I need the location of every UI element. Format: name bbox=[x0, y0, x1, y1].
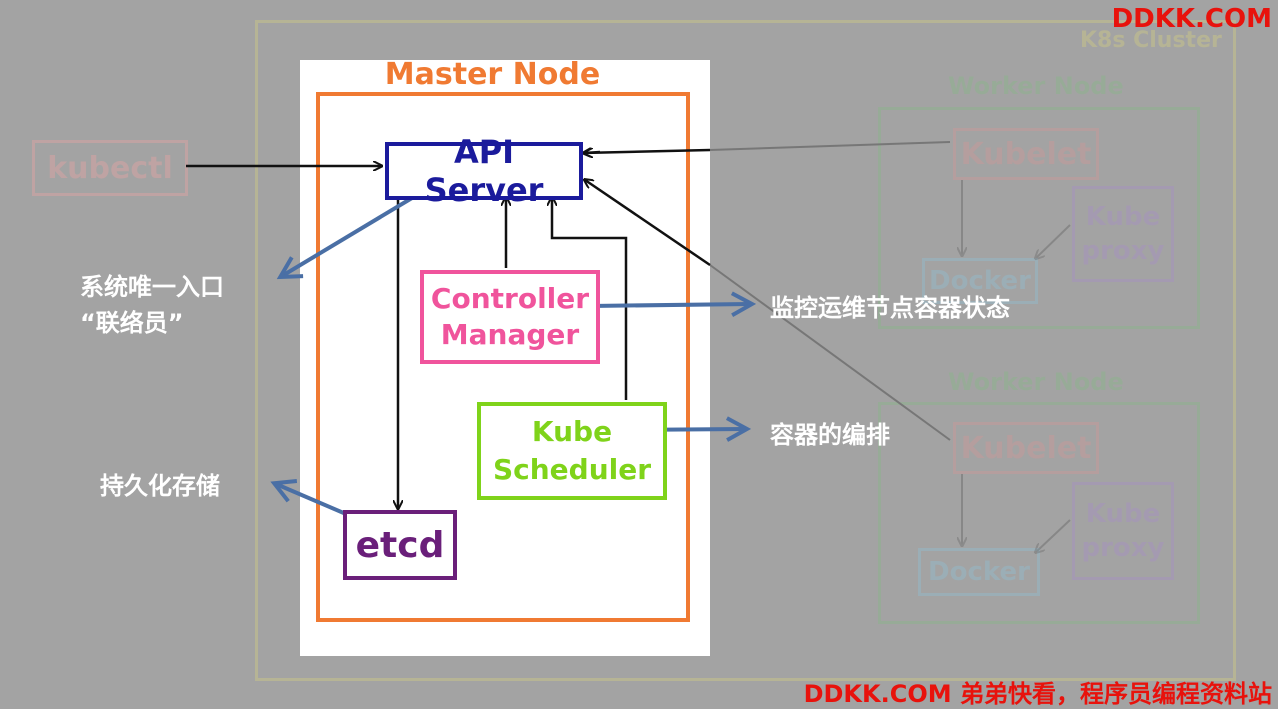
scheduler-annotation: 容器的编排 bbox=[770, 421, 890, 449]
kube-proxy-label-line1: Kube bbox=[1085, 202, 1161, 232]
master-node-frame bbox=[316, 92, 690, 622]
brand-watermark-bottom: DDKK.COM 弟弟快看，程序员编程资料站 bbox=[803, 680, 1272, 708]
etcd-box: etcd bbox=[343, 510, 457, 580]
kube-scheduler-label-line1: Kube bbox=[531, 415, 613, 448]
controller-manager-label-line2: Manager bbox=[440, 318, 580, 351]
master-node-title: Master Node bbox=[384, 57, 601, 92]
docker-box: Docker bbox=[922, 258, 1038, 304]
cluster-frame bbox=[255, 20, 1236, 681]
cluster-label: K8s Cluster bbox=[1080, 28, 1222, 53]
kube-scheduler-label-line2: Scheduler bbox=[492, 453, 652, 486]
api-server-box: API Server bbox=[385, 133, 583, 209]
worker-node-title: Worker Node bbox=[948, 368, 1124, 396]
api-server-annotation-line1: 系统唯一入口 bbox=[80, 273, 224, 301]
kubectl-box: kubectl bbox=[32, 140, 188, 196]
kubelet-box: Kubelet bbox=[953, 128, 1099, 180]
worker-node-frame bbox=[878, 402, 1200, 624]
kubelet-box: Kubelet bbox=[953, 422, 1099, 474]
etcd-annotation: 持久化存储 bbox=[100, 472, 220, 500]
worker-node-frame bbox=[878, 107, 1200, 329]
controller-annotation: 监控运维节点容器状态 bbox=[770, 294, 1010, 322]
controller-manager-box: Controller Manager bbox=[420, 270, 600, 364]
kube-proxy-box: Kube proxy bbox=[1072, 482, 1174, 580]
kube-proxy-box: Kube proxy bbox=[1072, 186, 1174, 282]
controller-manager-label-line1: Controller bbox=[430, 282, 590, 315]
kube-proxy-label-line2: proxy bbox=[1081, 533, 1165, 563]
kube-proxy-label-line2: proxy bbox=[1081, 236, 1165, 266]
brand-watermark-top: DDKK.COM bbox=[1111, 4, 1272, 34]
api-server-annotation-line2: “联络员” bbox=[80, 309, 184, 337]
kube-proxy-label-line1: Kube bbox=[1085, 499, 1161, 529]
docker-box: Docker bbox=[918, 548, 1040, 596]
kube-scheduler-box: Kube Scheduler bbox=[477, 402, 667, 500]
worker-node-title: Worker Node bbox=[948, 72, 1124, 100]
